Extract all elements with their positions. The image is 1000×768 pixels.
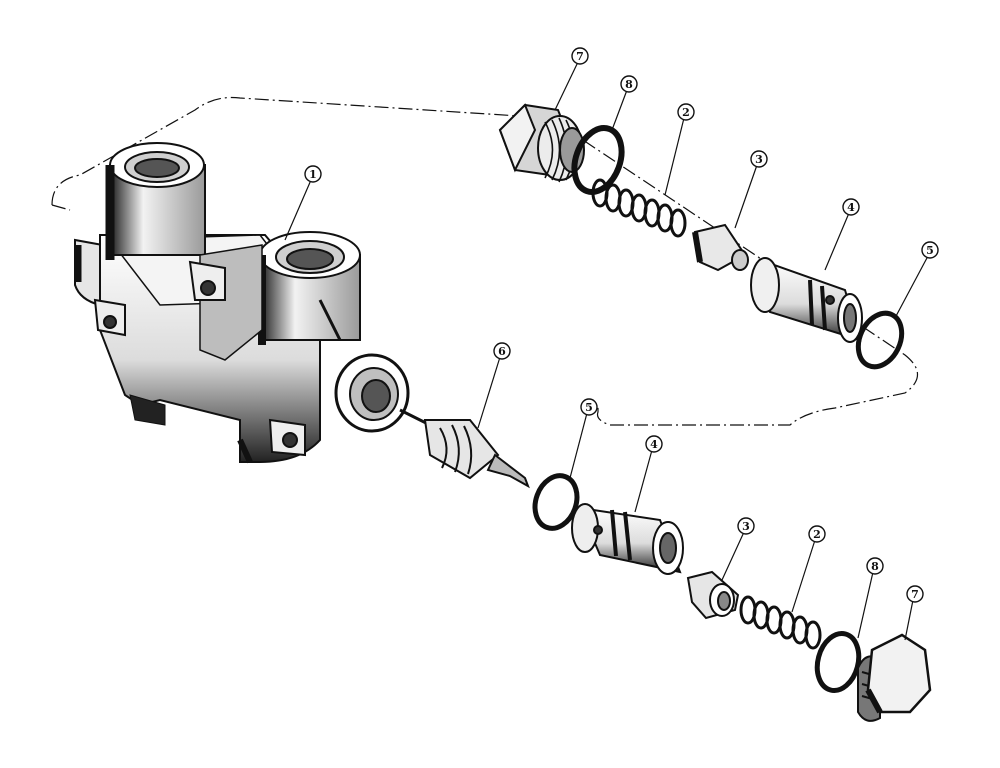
callout-bubble: 1 — [304, 165, 322, 183]
callout-circle — [620, 75, 638, 93]
sleeve-icon — [571, 503, 684, 575]
hex-plug-icon — [857, 633, 932, 722]
callout-bubble: 8 — [620, 75, 638, 93]
leader-lines — [284, 61, 929, 641]
callout-bubble: 4 — [842, 198, 860, 216]
callout-number: 6 — [498, 345, 506, 358]
spring-icon — [739, 595, 822, 650]
callout-circle — [677, 103, 695, 121]
callout-circle — [906, 585, 924, 603]
o-ring-icon — [571, 125, 625, 195]
callout-number: 3 — [742, 520, 750, 533]
callout-number: 8 — [871, 560, 879, 573]
callout-circle — [921, 241, 939, 259]
callout-bubble: 7 — [571, 47, 589, 65]
callout-number: 1 — [309, 168, 317, 181]
poppet-icon — [692, 223, 749, 272]
poppet-icon — [686, 570, 740, 620]
subassembly-outline — [51, 96, 919, 426]
callout-number: 2 — [813, 528, 821, 541]
callout-bubble: 4 — [645, 435, 663, 453]
callout-layer: 1 7 8 2 3 4 5 6 5 4 3 2 8 7 — [304, 47, 939, 603]
callout-circle — [842, 198, 860, 216]
callout-number: 4 — [847, 201, 855, 214]
callout-number: 7 — [576, 50, 584, 63]
callout-circle — [808, 525, 826, 543]
callout-number: 7 — [911, 588, 919, 601]
callout-circle — [645, 435, 663, 453]
callout-number: 8 — [625, 78, 633, 91]
callout-circle — [866, 557, 884, 575]
valve-body-icon — [74, 142, 410, 464]
callout-number: 2 — [682, 106, 690, 119]
callout-bubble: 7 — [906, 585, 924, 603]
callout-circle — [750, 150, 768, 168]
hex-plug-icon — [498, 103, 585, 183]
callout-number: 5 — [926, 244, 934, 257]
callout-circle — [493, 342, 511, 360]
callout-circle — [737, 517, 755, 535]
callout-bubble: 5 — [580, 398, 598, 416]
callout-bubble: 2 — [808, 525, 826, 543]
callout-bubble: 3 — [750, 150, 768, 168]
callout-bubble: 2 — [677, 103, 695, 121]
sleeve-icon — [750, 257, 863, 343]
callout-number: 5 — [585, 401, 593, 414]
callout-bubble: 3 — [737, 517, 755, 535]
callout-circle — [571, 47, 589, 65]
callout-circle — [580, 398, 598, 416]
callout-bubble: 6 — [493, 342, 511, 360]
callout-bubble: 8 — [866, 557, 884, 575]
o-ring-icon — [532, 473, 580, 531]
spring-icon — [591, 178, 687, 238]
callout-circle — [304, 165, 322, 183]
callout-number: 3 — [755, 153, 763, 166]
o-ring-icon — [855, 310, 905, 370]
callout-number: 4 — [650, 438, 658, 451]
callout-bubble: 5 — [921, 241, 939, 259]
needle-valve-icon — [399, 408, 530, 489]
